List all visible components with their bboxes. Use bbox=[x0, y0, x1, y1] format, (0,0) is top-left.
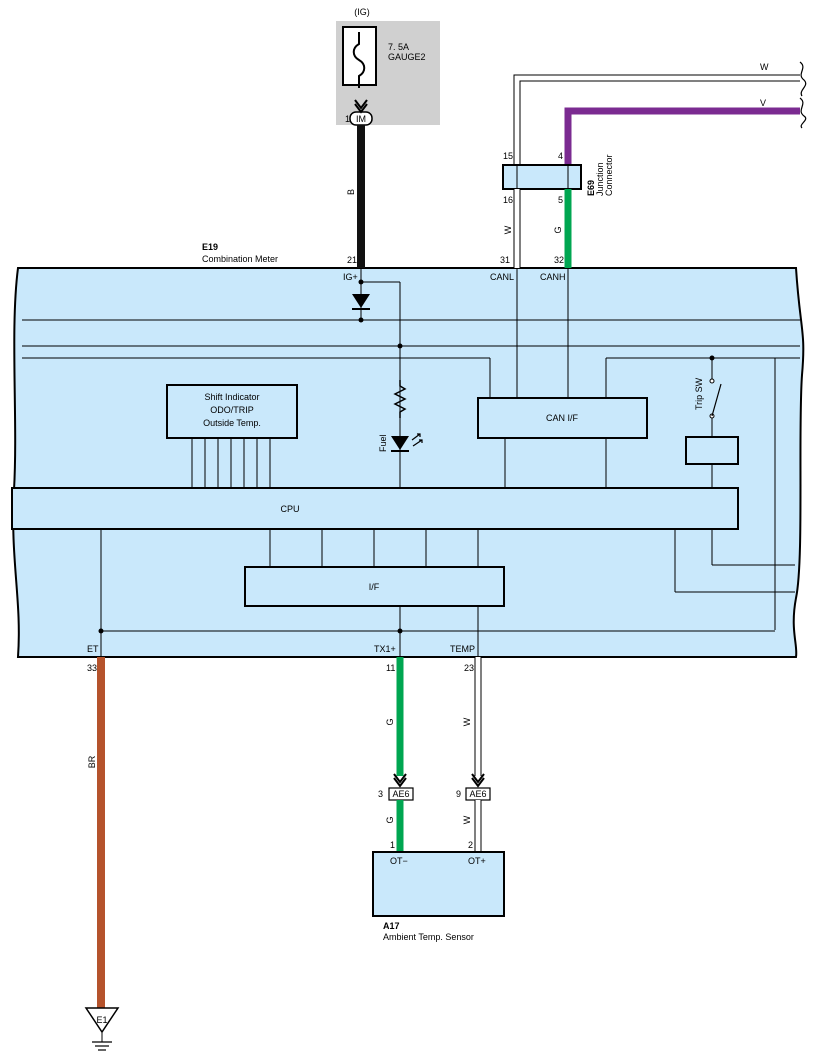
pin-33: 33 bbox=[87, 663, 97, 673]
fuse-supply-label: (IG) bbox=[354, 7, 370, 17]
node-dot bbox=[358, 279, 364, 285]
diode-icon bbox=[352, 294, 370, 308]
wire-tx-color-2: G bbox=[385, 816, 395, 823]
node-dot bbox=[98, 628, 104, 634]
node-dot bbox=[397, 343, 403, 349]
node-dot bbox=[709, 355, 715, 361]
wire-v-violet bbox=[564, 107, 800, 165]
wire-canh-color: G bbox=[553, 226, 563, 233]
pin-label-igplus: IG+ bbox=[343, 272, 358, 282]
pin-23: 23 bbox=[464, 663, 474, 673]
ambient-temp-sensor bbox=[372, 851, 505, 917]
if-block bbox=[244, 566, 505, 607]
node-dot bbox=[358, 317, 364, 323]
shift-line-1: Shift Indicator bbox=[204, 392, 259, 402]
pin-label-temp: TEMP bbox=[450, 644, 475, 654]
sensor-pin-1: 1 bbox=[390, 840, 395, 850]
fuse-pin-number: 1 bbox=[345, 114, 350, 124]
if-label: I/F bbox=[369, 582, 380, 592]
wire-break-icon bbox=[799, 61, 807, 97]
fuse-rating: 7. 5A bbox=[388, 42, 409, 52]
wire-top-v-label: V bbox=[760, 98, 766, 108]
pin-label-canh: CANH bbox=[540, 272, 566, 282]
connector-arrow-icon bbox=[393, 773, 407, 784]
sensor-code: A17 bbox=[383, 921, 400, 931]
fuse-gauge2: (IG) 7. 5A GAUGE2 1 IM bbox=[336, 7, 440, 126]
shift-line-2: ODO/TRIP bbox=[210, 405, 254, 415]
junction-pin-5: 5 bbox=[558, 195, 563, 205]
connector-im-label: IM bbox=[356, 114, 366, 124]
junction-name-1: Junction bbox=[595, 162, 605, 196]
internal-wiring bbox=[22, 268, 800, 657]
sensor-terminal-ot-minus: OT− bbox=[390, 856, 408, 866]
junction-connector-e69 bbox=[502, 164, 582, 190]
connector-arrow-icon bbox=[354, 99, 368, 110]
trip-switch-contact bbox=[709, 378, 715, 384]
meter-name: Combination Meter bbox=[202, 254, 278, 264]
wire-temp-color: W bbox=[462, 717, 472, 726]
wire-top-w-label: W bbox=[760, 62, 769, 72]
connector-arrow-icon-2 bbox=[354, 103, 368, 114]
connector-arrow-icon bbox=[471, 777, 485, 788]
wire-break-icon-2 bbox=[799, 97, 807, 129]
pin-label-tx1: TX1+ bbox=[374, 644, 396, 654]
cpu-label: CPU bbox=[280, 504, 299, 514]
resistor-icon bbox=[393, 380, 407, 418]
connector-arrow-icon bbox=[471, 773, 485, 784]
ae6-left-pin: 3 bbox=[378, 789, 383, 799]
ground-code: E1 bbox=[96, 1015, 107, 1025]
trip-sw-block bbox=[685, 436, 739, 465]
junction-name-2: Connector bbox=[604, 154, 614, 196]
cpu-block bbox=[11, 487, 739, 530]
fuel-label: Fuel bbox=[378, 434, 388, 452]
sensor-name: Ambient Temp. Sensor bbox=[383, 932, 474, 942]
light-rays-icon bbox=[411, 433, 423, 447]
wire-tx-color: G bbox=[385, 718, 395, 725]
can-if-label: CAN I/F bbox=[546, 413, 579, 423]
ae6-right-label: AE6 bbox=[469, 789, 486, 799]
ae6-left-label: AE6 bbox=[392, 789, 409, 799]
can-if-block bbox=[477, 397, 648, 439]
junction-code: E69 bbox=[586, 180, 596, 196]
junction-pin-4: 4 bbox=[558, 151, 563, 161]
wire-et-color: BR bbox=[87, 755, 97, 768]
ground-triangle-icon bbox=[84, 1007, 120, 1034]
shift-indicator-block bbox=[166, 384, 298, 439]
connector-arrow-icon bbox=[393, 777, 407, 788]
junction-pin-16: 16 bbox=[503, 195, 513, 205]
pin-label-et: ET bbox=[87, 644, 99, 654]
sensor-pin-2: 2 bbox=[468, 840, 473, 850]
meter-code: E19 bbox=[202, 242, 218, 252]
junction-pin-15: 15 bbox=[503, 151, 513, 161]
pin-21: 21 bbox=[347, 255, 357, 265]
fuse-symbol-icon bbox=[352, 32, 366, 88]
wire-temp-color-2: W bbox=[462, 815, 472, 824]
trip-switch-icon bbox=[711, 383, 722, 417]
pin-32: 32 bbox=[554, 255, 564, 265]
trip-sw-label: Trip SW bbox=[694, 377, 704, 410]
ae6-right-pin: 9 bbox=[456, 789, 461, 799]
wire-canl-color: W bbox=[503, 225, 513, 234]
sensor-terminal-ot-plus: OT+ bbox=[468, 856, 486, 866]
fuel-led-icon bbox=[391, 436, 409, 450]
pin-label-canl: CANL bbox=[490, 272, 514, 282]
shift-line-3: Outside Temp. bbox=[203, 418, 261, 428]
pin-11: 11 bbox=[386, 663, 395, 673]
node-dot bbox=[397, 628, 403, 634]
fuse-name: GAUGE2 bbox=[388, 52, 426, 62]
wire-ig-color: B bbox=[346, 189, 356, 195]
pin-31: 31 bbox=[500, 255, 510, 265]
